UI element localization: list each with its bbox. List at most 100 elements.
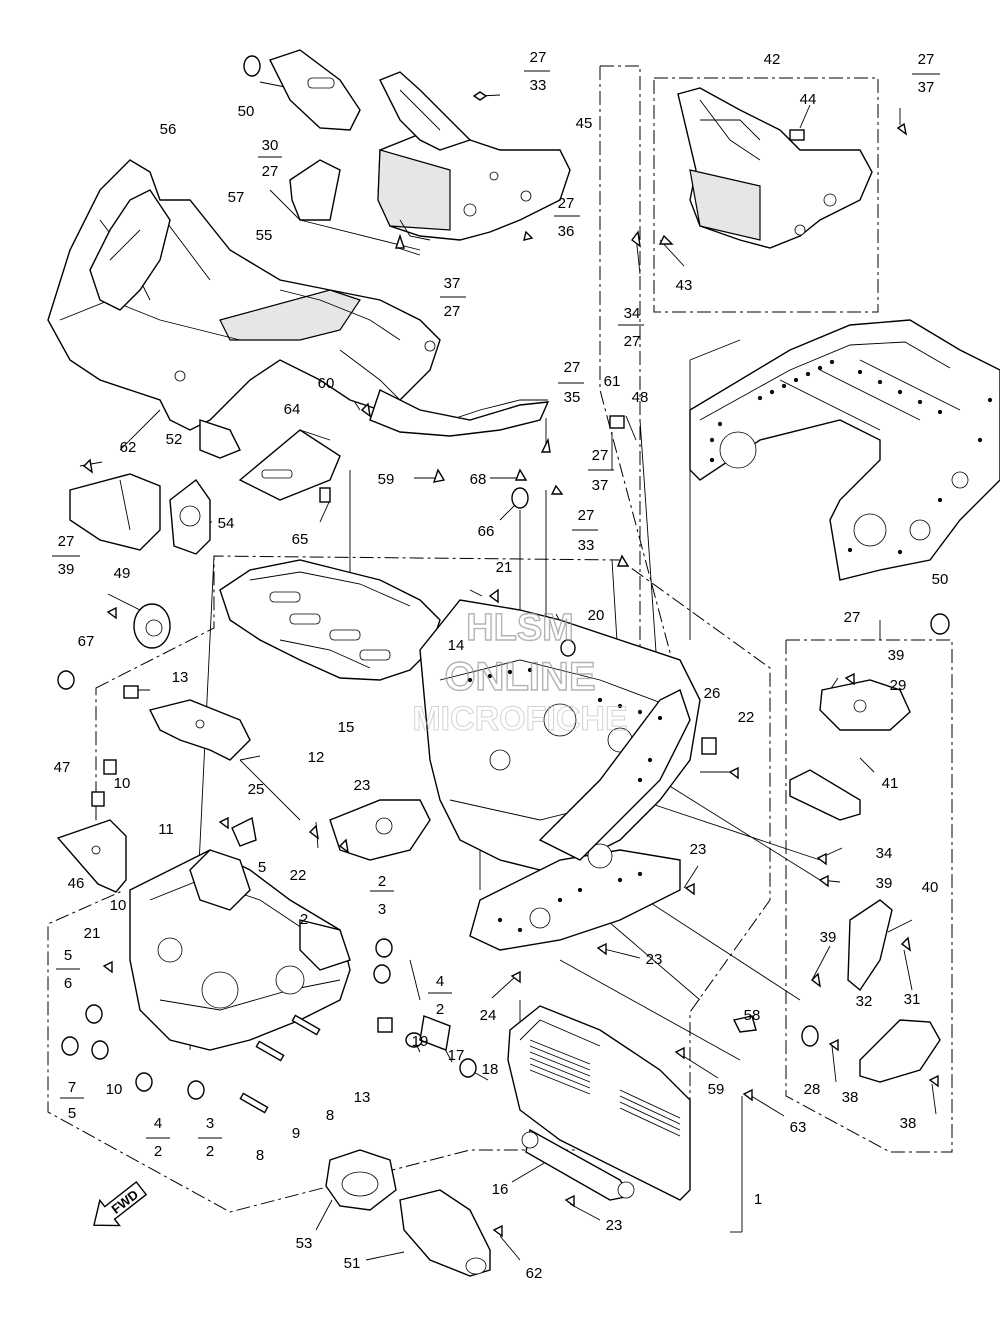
- callout-27: 27: [444, 303, 461, 320]
- callout-22: 22: [738, 709, 755, 726]
- callout-23: 23: [606, 1217, 623, 1234]
- callout-58: 58: [744, 1007, 761, 1024]
- callout-68: 68: [470, 471, 487, 488]
- callout-2: 2: [206, 1143, 214, 1160]
- callout-7: 7: [68, 1079, 76, 1096]
- main-frame-part-15: [219, 559, 441, 681]
- callout-3: 3: [206, 1115, 214, 1132]
- callout-41: 41: [882, 775, 899, 792]
- callout-27: 27: [58, 533, 75, 550]
- callout-1: 1: [754, 1191, 762, 1208]
- bracket-part-46: [56, 819, 127, 893]
- callout-46: 46: [68, 875, 85, 892]
- callout-29: 29: [890, 677, 907, 694]
- callout-2: 2: [300, 911, 308, 928]
- callout-25: 25: [248, 781, 265, 798]
- callout-13: 13: [354, 1089, 371, 1106]
- callout-10: 10: [110, 897, 127, 914]
- callout-44: 44: [800, 91, 817, 108]
- callout-26: 26: [704, 685, 721, 702]
- callout-65: 65: [292, 531, 309, 548]
- callout-39: 39: [876, 875, 893, 892]
- callout-23: 23: [690, 841, 707, 858]
- center-chassis: [329, 599, 701, 951]
- callout-2: 2: [436, 1001, 444, 1018]
- callout-60: 60: [318, 375, 335, 392]
- guard-part-32: [859, 1019, 941, 1083]
- callout-2: 2: [154, 1143, 162, 1160]
- callout-28: 28: [804, 1081, 821, 1098]
- callout-4: 4: [436, 973, 444, 990]
- watermark: HLSM ONLINE MICROFICHE: [412, 606, 628, 738]
- callout-14: 14: [448, 637, 465, 654]
- callout-27: 27: [844, 609, 861, 626]
- guard-part-57: [289, 159, 341, 221]
- callout-66: 66: [478, 523, 495, 540]
- callout-15: 15: [338, 719, 355, 736]
- intake-plate-part-54: [169, 478, 211, 555]
- mount-part-29: [819, 679, 911, 731]
- callout-2: 2: [378, 873, 386, 890]
- callout-3: 3: [378, 901, 386, 918]
- callout-19: 19: [412, 1033, 429, 1050]
- callout-62: 62: [120, 439, 137, 456]
- callout-61: 61: [604, 373, 621, 390]
- callout-53: 53: [296, 1235, 313, 1252]
- callout-23: 23: [646, 951, 663, 968]
- group-bars: [52, 70, 940, 1139]
- bulkhead-top-outline: [599, 66, 681, 691]
- callout-27: 27: [624, 333, 641, 350]
- fasteners: [57, 55, 950, 1238]
- callout-67: 67: [78, 633, 95, 650]
- callout-5: 5: [68, 1105, 76, 1122]
- callout-22: 22: [290, 867, 307, 884]
- callout-11: 11: [158, 821, 174, 838]
- callout-56: 56: [160, 121, 177, 138]
- callout-51: 51: [344, 1255, 361, 1272]
- callout-49: 49: [114, 565, 131, 582]
- callout-38: 38: [842, 1089, 859, 1106]
- flange-part-49: [133, 603, 171, 649]
- plate-part-64: [238, 429, 341, 501]
- steering-support-kit-42: [677, 87, 873, 249]
- callout-34: 34: [624, 305, 641, 322]
- callout-21: 21: [496, 559, 513, 576]
- callout-numbers: 50 30 27 56 57 55 27 33 45 27 36 37 27 4…: [54, 49, 949, 1282]
- steering-support-part-45: [377, 71, 571, 241]
- callout-47: 47: [54, 759, 71, 776]
- suspension-frame-part-2: [129, 849, 351, 1051]
- callout-63: 63: [790, 1119, 807, 1136]
- callout-24: 24: [480, 1007, 497, 1024]
- mount-part-30: [269, 49, 361, 131]
- callout-27: 27: [262, 163, 279, 180]
- callout-10: 10: [106, 1081, 123, 1098]
- callout-50: 50: [238, 103, 255, 120]
- callout-31: 31: [904, 991, 921, 1008]
- bracket-part-12: [148, 699, 251, 761]
- callout-27: 27: [592, 447, 609, 464]
- callout-45: 45: [576, 115, 593, 132]
- callout-48: 48: [632, 389, 649, 406]
- callout-35: 35: [564, 389, 581, 406]
- callout-30: 30: [262, 137, 279, 154]
- callout-59: 59: [708, 1081, 725, 1098]
- callout-34: 34: [876, 845, 893, 862]
- callout-32: 32: [856, 993, 873, 1010]
- callout-17: 17: [448, 1047, 465, 1064]
- watermark-line-1: HLSM: [466, 607, 574, 649]
- callout-8: 8: [326, 1107, 334, 1124]
- forward-arrow: FWD: [93, 1181, 148, 1227]
- callout-33: 33: [530, 77, 547, 94]
- callout-12: 12: [308, 749, 325, 766]
- callout-36: 36: [558, 223, 575, 240]
- callout-37: 37: [444, 275, 461, 292]
- callout-27: 27: [578, 507, 595, 524]
- callout-62: 62: [526, 1265, 543, 1282]
- callout-6: 6: [64, 975, 72, 992]
- callout-39: 39: [58, 561, 75, 578]
- callout-5: 5: [64, 947, 72, 964]
- callout-64: 64: [284, 401, 301, 418]
- callout-21: 21: [84, 925, 101, 942]
- callout-27: 27: [564, 359, 581, 376]
